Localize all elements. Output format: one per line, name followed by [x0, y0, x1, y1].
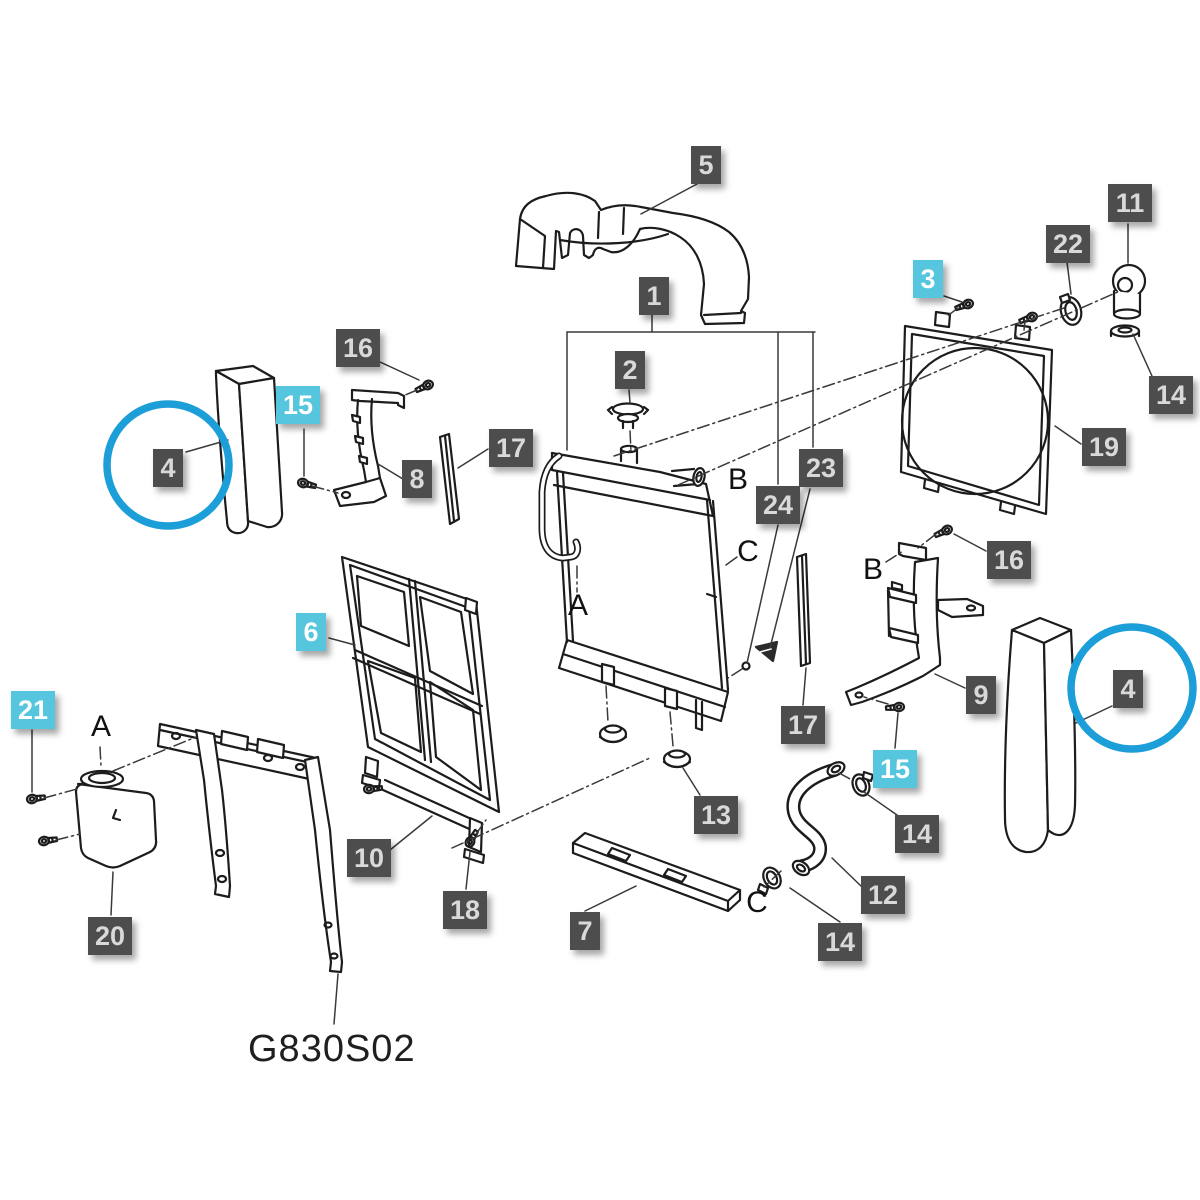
part-label-2[interactable]: 2 [615, 351, 645, 389]
construction-lines [43, 290, 1121, 888]
hose-clamp-14-upper-illustration [851, 770, 875, 797]
part-label-18[interactable]: 18 [443, 891, 487, 929]
right-foam-strip-illustration [1003, 616, 1077, 854]
lower-hose-illustration [786, 761, 846, 877]
part-label-14[interactable]: 14 [1149, 376, 1193, 414]
part-label-22[interactable]: 22 [1046, 225, 1090, 263]
outlet-elbow-illustration [1109, 263, 1147, 338]
part-label-3[interactable]: 3 [913, 260, 943, 298]
part-label-20[interactable]: 20 [88, 917, 132, 955]
highlight-circle-right [1067, 623, 1197, 753]
part-label-13[interactable]: 13 [694, 796, 738, 834]
part-label-14[interactable]: 14 [818, 923, 862, 961]
overflow-bottle-illustration [74, 769, 158, 869]
part-label-19[interactable]: 19 [1082, 428, 1126, 466]
ref-letter-A: A [567, 589, 589, 622]
part-label-10[interactable]: 10 [347, 839, 391, 877]
left-bracket-illustration [332, 388, 406, 508]
ref-letter-B: B [862, 553, 884, 586]
ref-letter-C: C [746, 886, 768, 919]
grille-illustration [340, 555, 501, 814]
part-label-1[interactable]: 1 [639, 277, 669, 315]
part-label-23[interactable]: 23 [799, 449, 843, 487]
hose-clamp-22-illustration [1058, 292, 1083, 326]
leader-lines [31, 183, 1153, 923]
part-label-17[interactable]: 17 [781, 706, 825, 744]
support-bracket-illustration [156, 722, 344, 1025]
left-foam-strip-illustration [214, 364, 284, 535]
part-label-7[interactable]: 7 [570, 912, 600, 950]
part-label-15[interactable]: 15 [276, 386, 320, 424]
highlight-circle-left [103, 400, 233, 530]
part-label-16[interactable]: 16 [987, 541, 1031, 579]
hose-clamp-14-lower-illustration [756, 866, 782, 896]
part-label-21[interactable]: 21 [11, 691, 55, 729]
part-label-24[interactable]: 24 [756, 486, 800, 524]
top-duct-illustration [514, 191, 751, 326]
part-label-17[interactable]: 17 [489, 429, 533, 467]
part-label-11[interactable]: 11 [1108, 184, 1152, 222]
ref-letter-C: C [737, 535, 759, 568]
grommet-illustration [598, 724, 692, 769]
ref-letter-A: A [90, 710, 112, 743]
part-label-16[interactable]: 16 [336, 329, 380, 367]
part-label-4[interactable]: 4 [1113, 670, 1143, 708]
radiator-cap-illustration [606, 402, 650, 430]
part-label-8[interactable]: 8 [402, 460, 432, 498]
part-label-6[interactable]: 6 [296, 613, 326, 651]
part-label-14[interactable]: 14 [895, 815, 939, 853]
diagram-part-code: G830S02 [248, 1028, 416, 1070]
assembly-bracket-lines [566, 314, 816, 485]
right-seal-strip-illustration [795, 552, 812, 668]
part-label-9[interactable]: 9 [966, 676, 996, 714]
part-label-15[interactable]: 15 [873, 750, 917, 788]
lower-bar-illustration [571, 831, 742, 913]
part-label-4[interactable]: 4 [153, 449, 183, 487]
part-label-5[interactable]: 5 [691, 146, 721, 184]
seal-clip-illustration [741, 640, 779, 671]
fan-shroud-illustration [899, 310, 1054, 516]
left-seal-strip-illustration [438, 432, 461, 526]
part-label-12[interactable]: 12 [861, 876, 905, 914]
radiator-illustration [538, 444, 730, 732]
ref-letter-B: B [727, 463, 749, 496]
